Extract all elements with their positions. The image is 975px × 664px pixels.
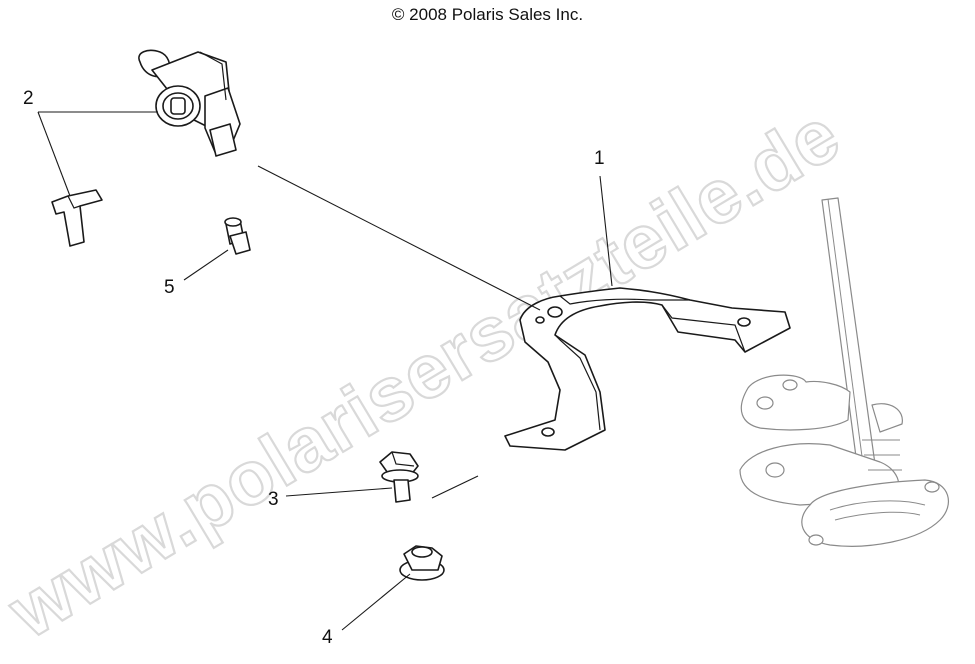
callout-label-4: 4 <box>322 627 333 648</box>
callout-label-5: 5 <box>164 277 175 298</box>
callout-label-2: 2 <box>23 88 34 109</box>
flange-nut <box>399 545 445 581</box>
callout-label-3: 3 <box>268 489 279 510</box>
callout-label-1: 1 <box>594 148 605 169</box>
leader-lines <box>37 111 613 631</box>
flange-bolt <box>379 451 419 503</box>
copyright-notice: © 2008 Polaris Sales Inc. <box>391 5 584 24</box>
ignition-key <box>51 189 103 247</box>
ignition-switch <box>138 49 241 157</box>
small-screw <box>224 217 251 255</box>
mounting-bracket <box>504 287 791 451</box>
steering-column-background <box>739 197 949 547</box>
assembly-lines <box>257 165 541 499</box>
